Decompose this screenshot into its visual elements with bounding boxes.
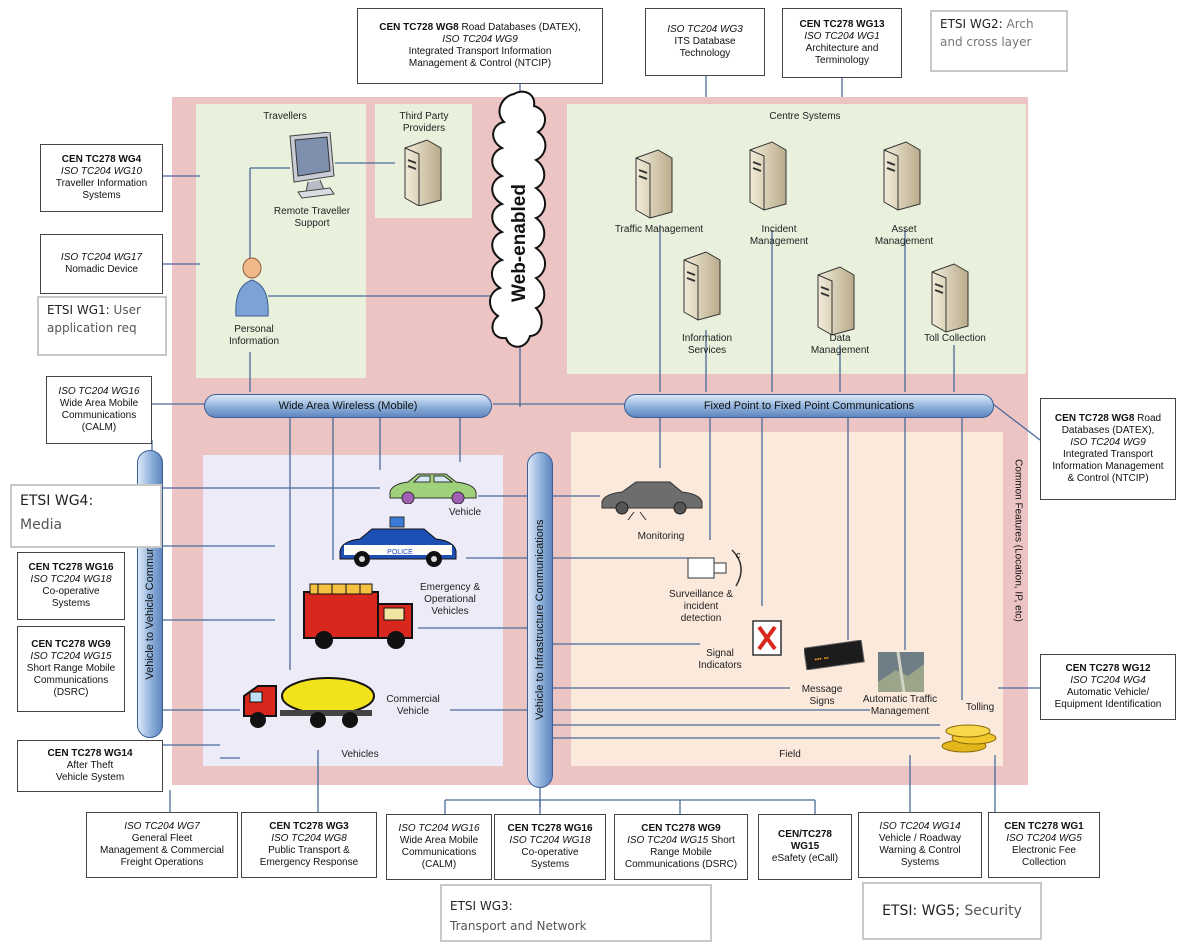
left-dsrc-box: CEN TC278 WG9 ISO TC204 WG15 Short Range… [17, 626, 125, 712]
signal-indicator-icon [752, 620, 782, 656]
top-datex-box: CEN TC728 WG8 Road Databases (DATEX), IS… [357, 8, 603, 84]
tolling-label: Tolling [965, 702, 995, 713]
traffic-management-label: Traffic Management [614, 224, 704, 235]
person-icon [235, 257, 269, 317]
asset-management-server-icon [883, 141, 921, 211]
bot-fee-box: CEN TC278 WG1 ISO TC204 WG5 Electronic F… [988, 812, 1100, 878]
etsi-wg4-box: ETSI WG4: Media [10, 484, 162, 548]
wide-area-wireless-pipe: Wide Area Wireless (Mobile) [204, 394, 492, 418]
third-party-server-icon [404, 139, 442, 206]
vehicle-label: Vehicle [448, 507, 482, 518]
web-cloud-icon [489, 90, 547, 348]
v2i-pipe [527, 452, 553, 788]
police-label: POLICE [387, 549, 413, 556]
traffic-camera-photo-icon [878, 652, 924, 692]
left-coop-box: CEN TC278 WG16 ISO TC204 WG18 Co-operati… [17, 552, 125, 620]
left-wg4-box: CEN TC278 WG4 ISO TC204 WG10 Traveller I… [40, 144, 163, 212]
etsi-wg5-box: ETSI: WG5; Security [862, 882, 1042, 940]
car-icon [389, 473, 477, 504]
centre-systems-label: Centre Systems [769, 111, 841, 122]
bot-public-box: CEN TC278 WG3 ISO TC204 WG8 Public Trans… [241, 812, 377, 878]
etsi-wg3-box: ETSI WG3: Transport and Network [440, 884, 712, 942]
emergency-vehicles-label: Emergency & Operational Vehicles [419, 582, 481, 617]
information-services-label: Information Services [681, 333, 733, 356]
fire-truck-icon [303, 583, 413, 649]
remote-traveller-support-label: Remote Traveller Support [273, 206, 351, 229]
bot-ecall-box: CEN/TC278 WG15 eSafety (eCall) [758, 814, 852, 880]
right-datex-box: CEN TC728 WG8 Road Databases (DATEX), IS… [1040, 398, 1176, 500]
right-avi-box: CEN TC278 WG12 ISO TC204 WG4 Automatic V… [1040, 654, 1176, 720]
svg-text:c: c [736, 550, 741, 560]
field-label: Field [779, 749, 801, 760]
top-wg3-box: ISO TC204 WG3 ITS Database Technology [645, 8, 765, 76]
travellers-zone [196, 104, 366, 378]
coins-icon [941, 724, 997, 753]
left-wg16-box: ISO TC204 WG16 Wide Area Mobile Communic… [46, 376, 152, 444]
camera-icon: c [687, 549, 742, 587]
data-management-label: Data Management [810, 333, 870, 356]
data-management-server-icon [817, 266, 855, 336]
asset-management-label: Asset Management [874, 224, 934, 247]
toll-collection-label: Toll Collection [924, 333, 986, 344]
bot-calm-box: ISO TC204 WG16 Wide Area Mobile Communic… [386, 814, 492, 880]
left-wg17-box: ISO TC204 WG17 Nomadic Device [40, 234, 163, 294]
monitoring-car-icon [601, 481, 703, 520]
monitor-icon [289, 132, 335, 199]
top-wg13-box: CEN TC278 WG13 ISO TC204 WG1 Architectur… [782, 8, 902, 78]
etsi-wg2-box: ETSI WG2: Arch and cross layer [930, 10, 1068, 72]
commercial-vehicle-label: Commercial Vehicle [386, 694, 440, 717]
bot-fleet-box: ISO TC204 WG7 General Fleet Management &… [86, 812, 238, 878]
toll-collection-server-icon [931, 263, 969, 333]
incident-management-server-icon [749, 141, 787, 211]
bot-coop-box: CEN TC278 WG16 ISO TC204 WG18 Co-operati… [494, 814, 606, 880]
surveillance-label: Surveillance & incident detection [669, 589, 733, 624]
third-party-label: Third Party Providers [399, 111, 449, 134]
tanker-truck-icon [243, 677, 375, 728]
personal-information-label: Personal Information [228, 324, 280, 347]
v2i-label: Vehicle to Infrastructure Communications [534, 519, 546, 720]
message-sign-icon: ▪▪▪ ▪▪ [804, 640, 865, 670]
vehicles-label: Vehicles [341, 749, 379, 760]
etsi-wg1-box: ETSI WG1: User application req [37, 296, 167, 356]
svg-text:▪▪▪ ▪▪: ▪▪▪ ▪▪ [814, 655, 830, 664]
traffic-management-server-icon [635, 149, 673, 219]
information-services-server-icon [683, 251, 721, 321]
common-features-label: Common Features (Location, IP, etc) [1012, 459, 1024, 622]
incident-management-label: Incident Management [749, 224, 809, 247]
bot-dsrc-box: CEN TC278 WG9 ISO TC204 WG15 Short Range… [614, 814, 748, 880]
monitoring-label: Monitoring [637, 531, 685, 542]
bot-warning-box: ISO TC204 WG14 Vehicle / Roadway Warning… [858, 812, 982, 878]
signal-indicators-label: Signal Indicators [698, 648, 742, 671]
fixed-point-pipe: Fixed Point to Fixed Point Communication… [624, 394, 994, 418]
message-signs-label: Message Signs [801, 684, 843, 707]
cloud-label: Web-enabled [509, 184, 530, 302]
left-theft-box: CEN TC278 WG14 After Theft Vehicle Syste… [17, 740, 163, 792]
automatic-traffic-management-label: Automatic Traffic Management [862, 694, 938, 717]
police-car-icon [339, 516, 457, 567]
travellers-label: Travellers [263, 111, 307, 122]
